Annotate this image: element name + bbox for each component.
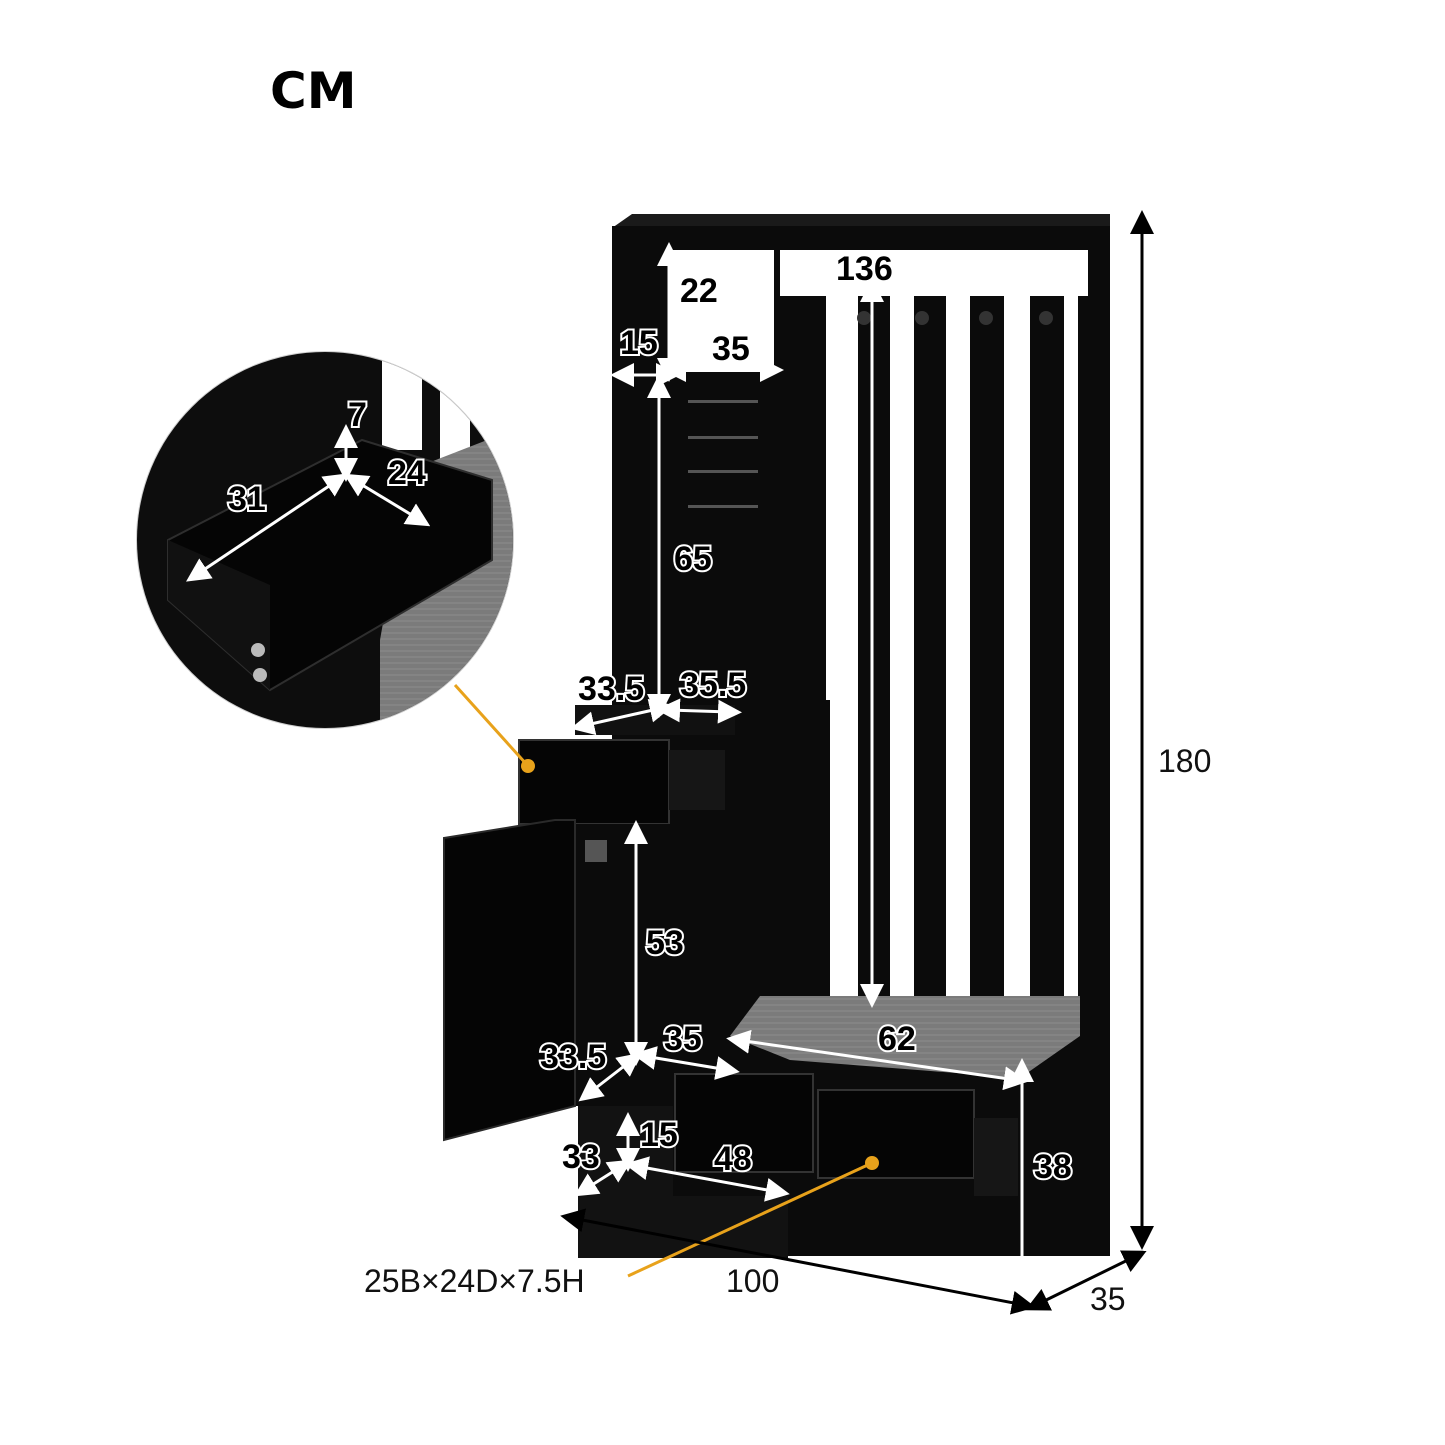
label-cabinet-height: 53	[646, 924, 684, 962]
bench-drawer-right-box	[974, 1118, 1018, 1196]
top-cap	[612, 214, 1110, 228]
label-inset-width: 31	[228, 480, 266, 518]
label-cabinet-depth: 35	[664, 1020, 702, 1058]
top-opening	[780, 250, 1088, 296]
label-top-drawer-depth: 35.5	[680, 666, 746, 704]
unit-title: CM	[270, 62, 357, 120]
hall-tree-unit	[443, 214, 1110, 1258]
label-pegboard-height: 65	[674, 540, 712, 578]
top-drawer-front	[518, 739, 670, 825]
inset-callout-dot	[521, 759, 535, 773]
lower-shelf-bottom	[578, 1196, 788, 1258]
slat-gap-4	[1004, 296, 1030, 1006]
cabinet-door	[443, 819, 576, 1142]
label-lower-shelf-depth: 33	[562, 1138, 600, 1176]
label-inset-depth: 24	[388, 454, 426, 492]
drawer-callout-dot	[865, 1156, 879, 1170]
inset-callout-line	[453, 683, 530, 768]
bench-drawer-right	[817, 1089, 975, 1179]
label-overall-depth: 35	[1090, 1281, 1126, 1317]
upper-cubby-opening	[668, 250, 774, 372]
label-lower-shelf-width: 48	[714, 1140, 752, 1178]
label-inset-height: 7	[348, 396, 367, 434]
label-shelf-width: 35	[712, 330, 750, 368]
label-top-gap: 22	[680, 272, 718, 310]
door-hinge	[585, 840, 607, 862]
label-side-width: 15	[620, 324, 658, 362]
pegboard-holes	[688, 400, 758, 508]
label-lower-shelf-height: 15	[640, 1116, 678, 1154]
dimension-arrows	[186, 210, 1154, 1315]
label-overall-height: 180	[1158, 743, 1211, 779]
label-bench-height: 38	[1034, 1148, 1072, 1186]
slat-gap-5	[1064, 296, 1078, 1006]
bench-drawer-left	[674, 1073, 814, 1173]
label-cabinet-width: 33.5	[540, 1038, 606, 1076]
slat-gap-3	[946, 296, 970, 1006]
label-drawer-callout: 25B×24D×7.5H	[364, 1263, 585, 1299]
inset-detail	[136, 351, 535, 773]
top-drawer-box	[669, 750, 725, 810]
slat-gap-2	[890, 296, 914, 1006]
label-top-drawer-width: 33.5	[578, 670, 644, 708]
label-bench-width: 62	[878, 1020, 916, 1058]
label-overall-width: 100	[726, 1263, 779, 1299]
label-hook-height: 136	[836, 250, 893, 288]
slat-gap-1	[826, 296, 858, 1006]
